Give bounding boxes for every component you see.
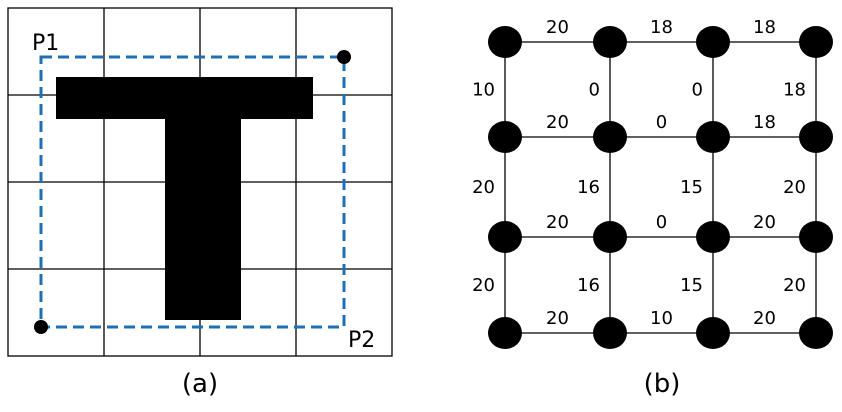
graph-edge-labels: 20 18 18 20 0 18 20 0 20 20 10 20 10 0 0 18 20 16 15 20 20 16…	[472, 17, 806, 329]
edge-label-h-0-0: 20	[546, 17, 569, 38]
panel-a: P1 P2 (a)	[7, 7, 393, 399]
point-p2-label: P2	[348, 328, 375, 353]
edge-label-v-0-3: 18	[783, 80, 806, 101]
graph-node-2-3	[799, 221, 833, 253]
graph-node-2-0	[488, 221, 522, 253]
graph-node-1-2	[696, 121, 730, 153]
point-p1-label: P1	[32, 31, 59, 56]
graph-node-3-1	[593, 317, 627, 349]
edge-label-v-2-0: 20	[472, 275, 495, 296]
graph-node-1-1	[593, 121, 627, 153]
edge-label-h-3-2: 20	[753, 308, 776, 329]
t-shape-bar	[56, 77, 313, 119]
edge-label-v-1-3: 20	[783, 177, 806, 198]
edge-label-v-0-0: 10	[472, 80, 495, 101]
t-shape	[56, 77, 313, 320]
edge-label-v-1-2: 15	[680, 177, 703, 198]
graph-node-0-3	[799, 26, 833, 58]
t-shape-stem	[165, 119, 241, 320]
graph-node-3-2	[696, 317, 730, 349]
graph-node-0-0	[488, 26, 522, 58]
edge-label-h-1-1: 0	[656, 112, 667, 133]
edge-label-h-2-0: 20	[546, 212, 569, 233]
graph-node-0-1	[593, 26, 627, 58]
caption-a: (a)	[182, 369, 218, 399]
graph-node-3-0	[488, 317, 522, 349]
panel-b: 20 18 18 20 0 18 20 0 20 20 10 20 10 0 0 18 20 16 15 20 20 16…	[472, 17, 833, 399]
point-p1-marker	[337, 50, 351, 64]
dashed-bounding-box	[39, 55, 346, 329]
graph-node-2-1	[593, 221, 627, 253]
edge-label-h-3-1: 10	[650, 308, 673, 329]
edge-label-h-2-1: 0	[656, 212, 667, 233]
edge-label-v-0-2: 0	[692, 80, 703, 101]
graph-node-2-2	[696, 221, 730, 253]
graph-nodes	[488, 26, 833, 349]
edge-label-v-1-1: 16	[577, 177, 600, 198]
edge-label-v-2-3: 20	[783, 275, 806, 296]
graph-node-1-3	[799, 121, 833, 153]
edge-label-h-2-2: 20	[753, 212, 776, 233]
edge-label-v-0-1: 0	[589, 80, 600, 101]
graph-node-0-2	[696, 26, 730, 58]
edge-label-v-2-1: 16	[577, 275, 600, 296]
edge-label-h-1-0: 20	[546, 112, 569, 133]
edge-label-v-2-2: 15	[680, 275, 703, 296]
edge-label-h-0-1: 18	[650, 17, 673, 38]
graph-edges	[504, 41, 817, 334]
point-p2-marker	[34, 320, 48, 334]
edge-label-h-0-2: 18	[753, 17, 776, 38]
edge-label-h-1-2: 18	[753, 112, 776, 133]
graph-node-1-0	[488, 121, 522, 153]
caption-b: (b)	[644, 369, 681, 399]
graph-node-3-3	[799, 317, 833, 349]
edge-label-v-1-0: 20	[472, 177, 495, 198]
edge-label-h-3-0: 20	[546, 308, 569, 329]
